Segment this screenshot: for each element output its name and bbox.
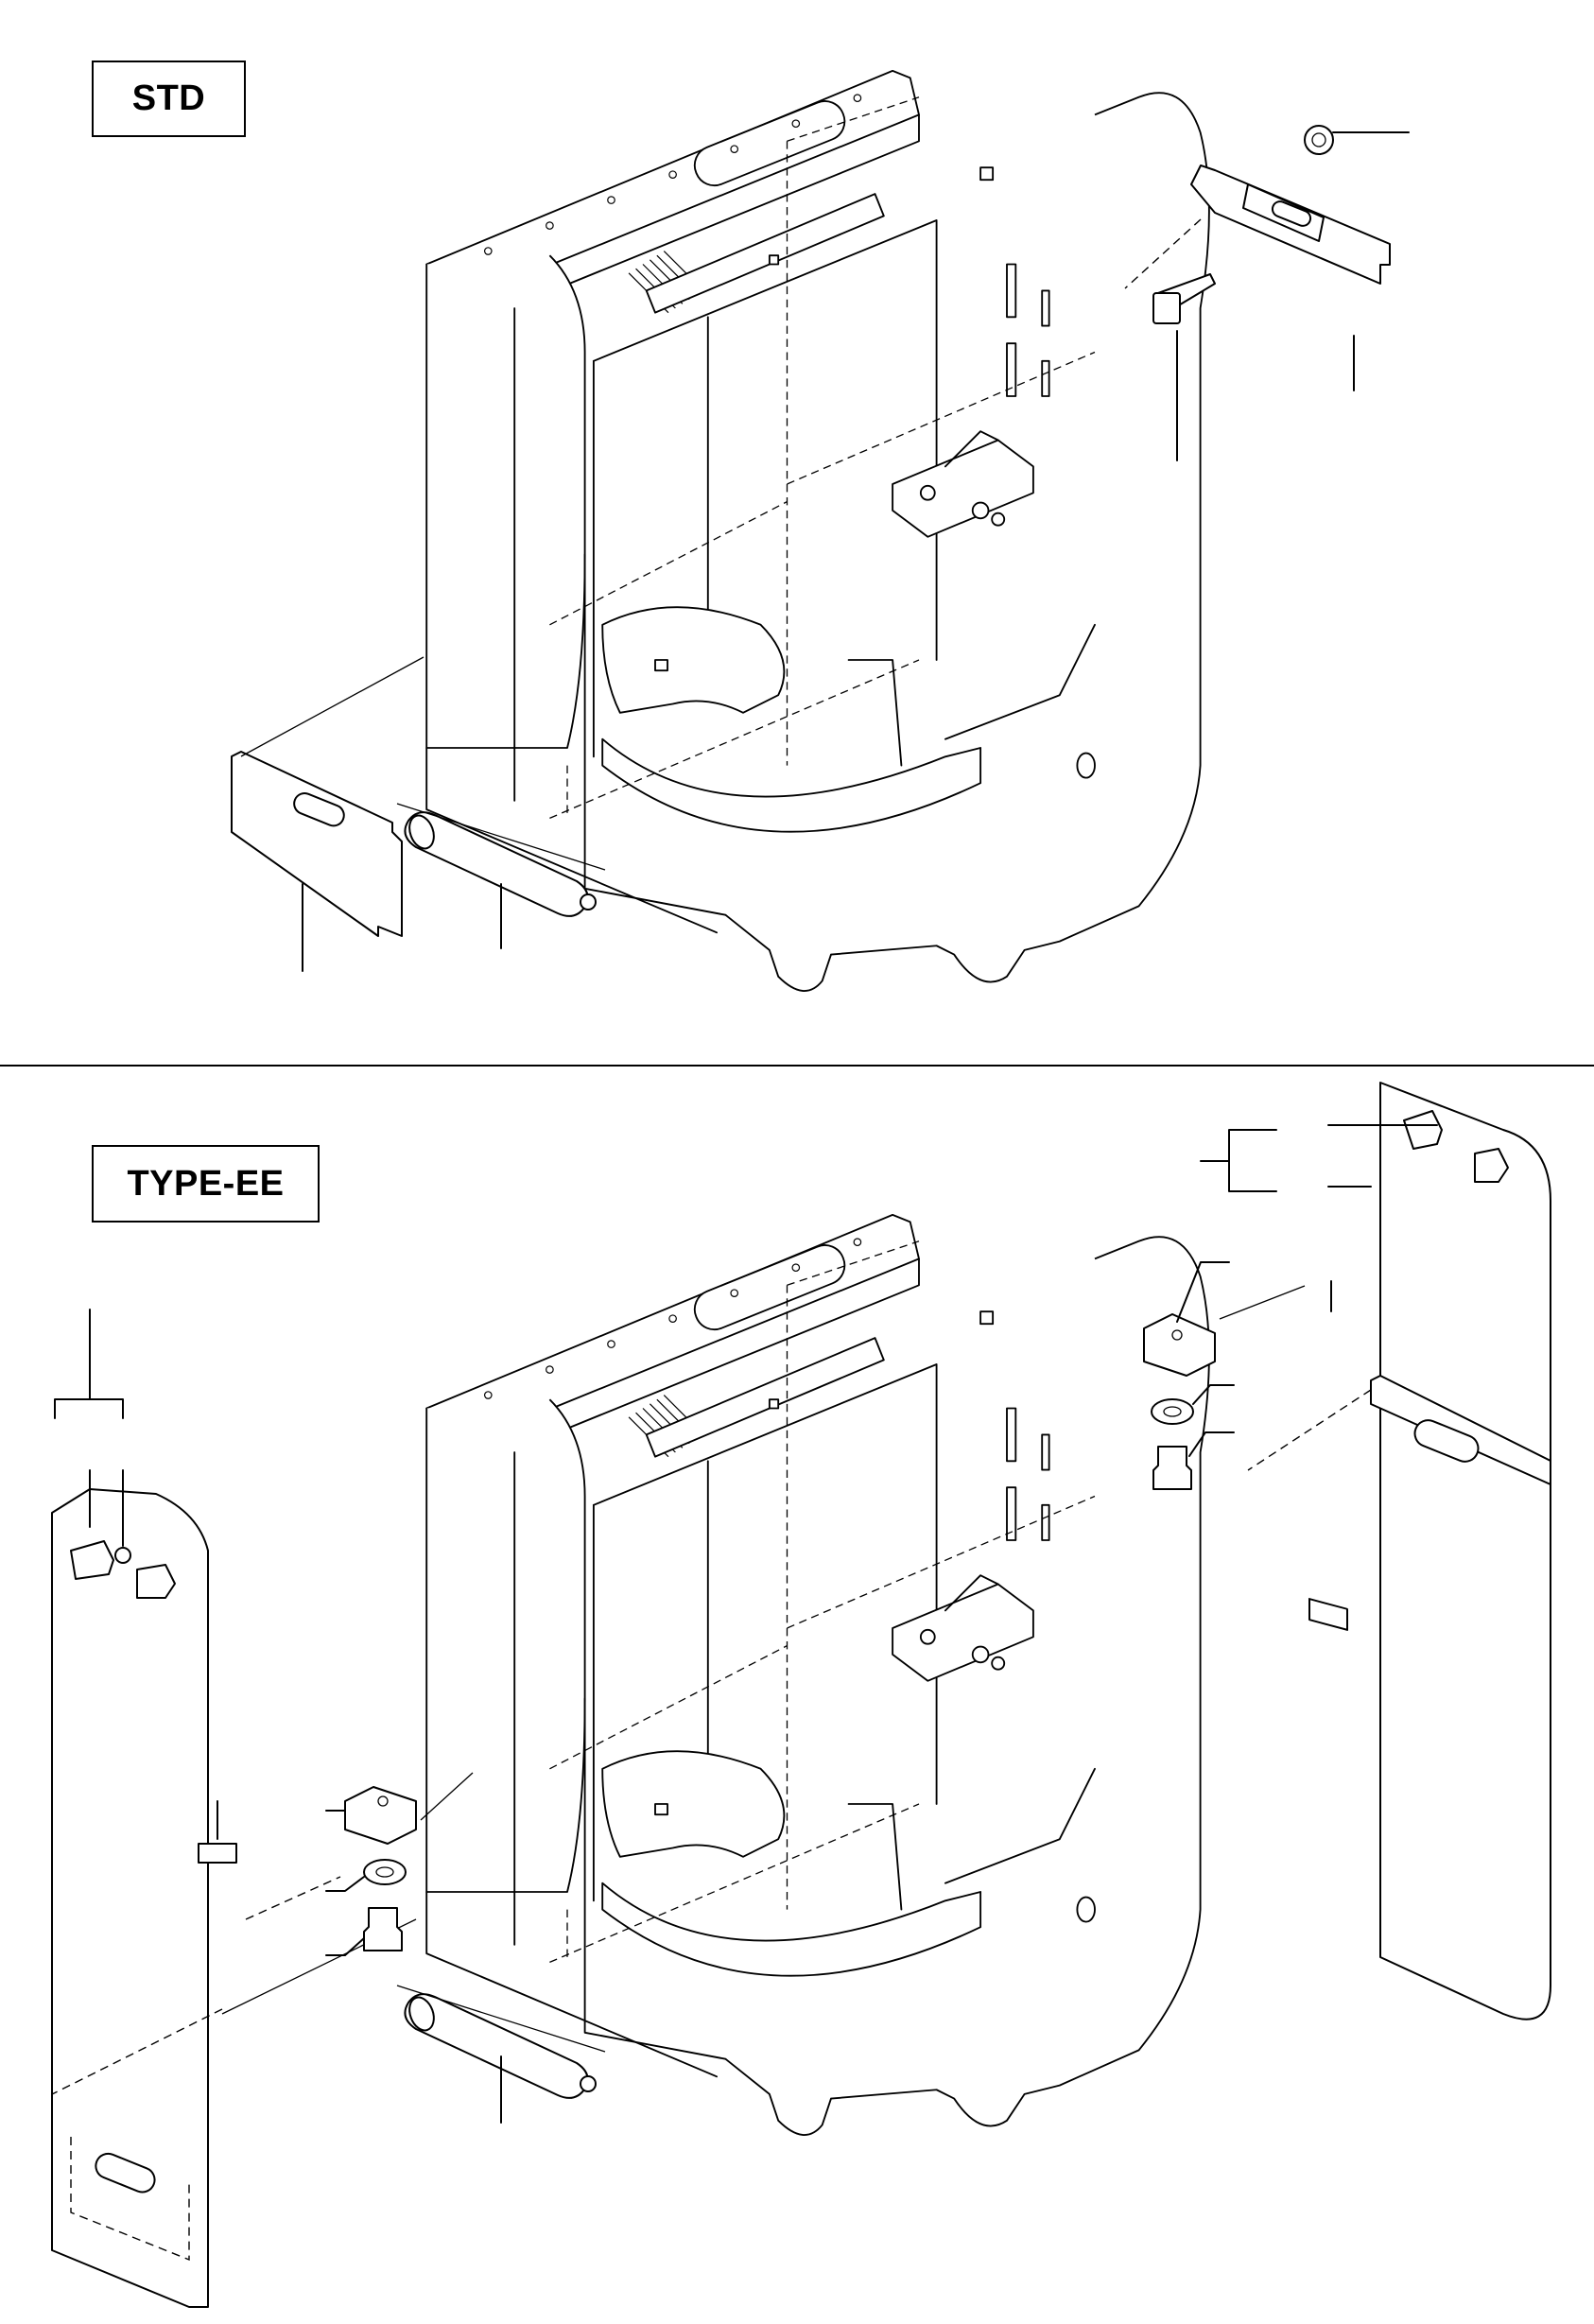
section-divider xyxy=(0,1065,1594,1067)
std-section-label: STD xyxy=(92,61,246,137)
type-ee-section-label: TYPE-EE xyxy=(92,1145,320,1223)
